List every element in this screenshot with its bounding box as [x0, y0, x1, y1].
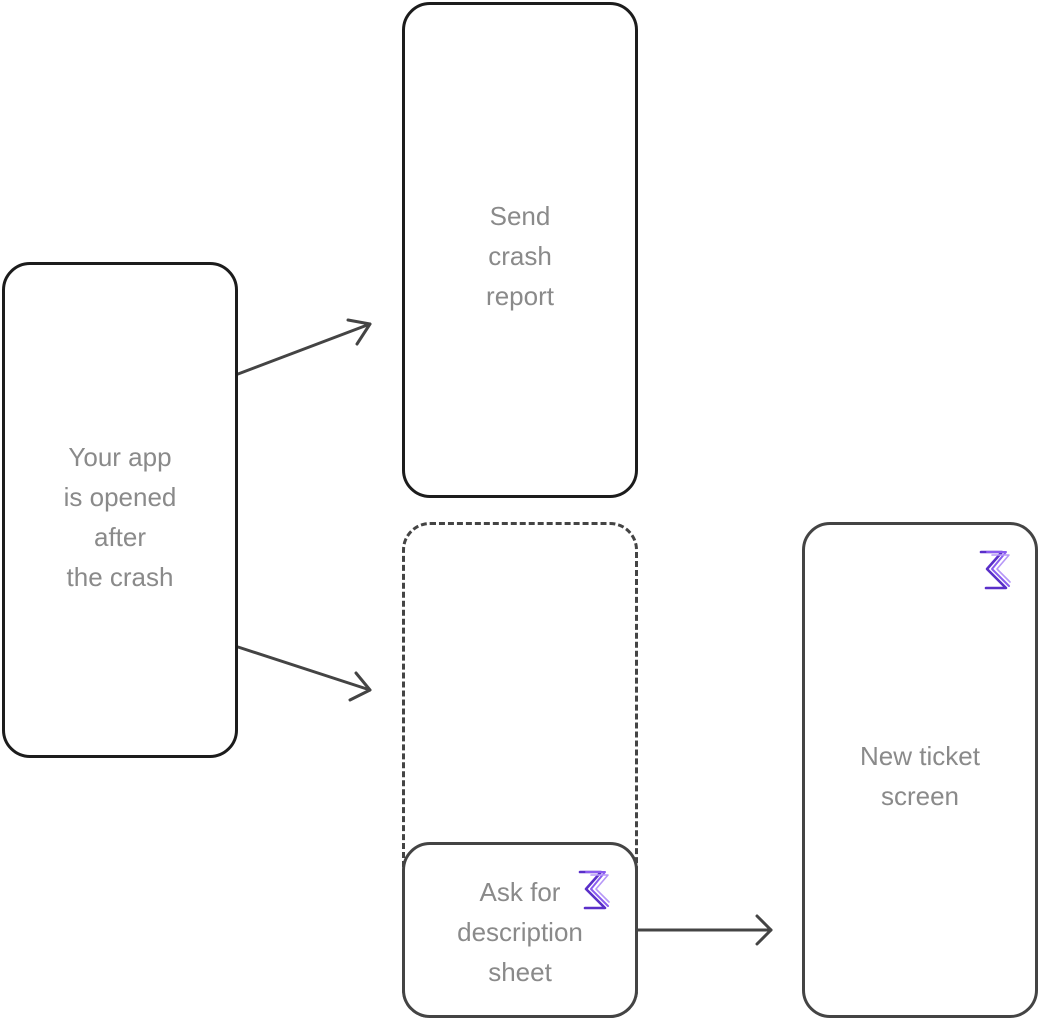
node-ask-description: Ask for description sheet — [402, 842, 638, 1018]
node-send-report: Send crash report — [402, 2, 638, 498]
node-app-opened-label: Your app is opened after the crash — [63, 442, 177, 592]
arrow-to-send-report — [236, 318, 372, 376]
brand-s-logo-icon — [578, 870, 610, 910]
node-send-report-label: Send crash report — [486, 201, 554, 311]
arrow-to-ask-description — [236, 645, 372, 702]
node-ask-description-label: Ask for description sheet — [457, 877, 583, 987]
node-new-ticket: New ticket screen — [802, 522, 1038, 1018]
node-app-opened: Your app is opened after the crash — [2, 262, 238, 758]
arrow-to-new-ticket — [636, 914, 773, 946]
node-new-ticket-label: New ticket screen — [860, 741, 980, 811]
brand-s-logo-icon — [979, 550, 1011, 590]
